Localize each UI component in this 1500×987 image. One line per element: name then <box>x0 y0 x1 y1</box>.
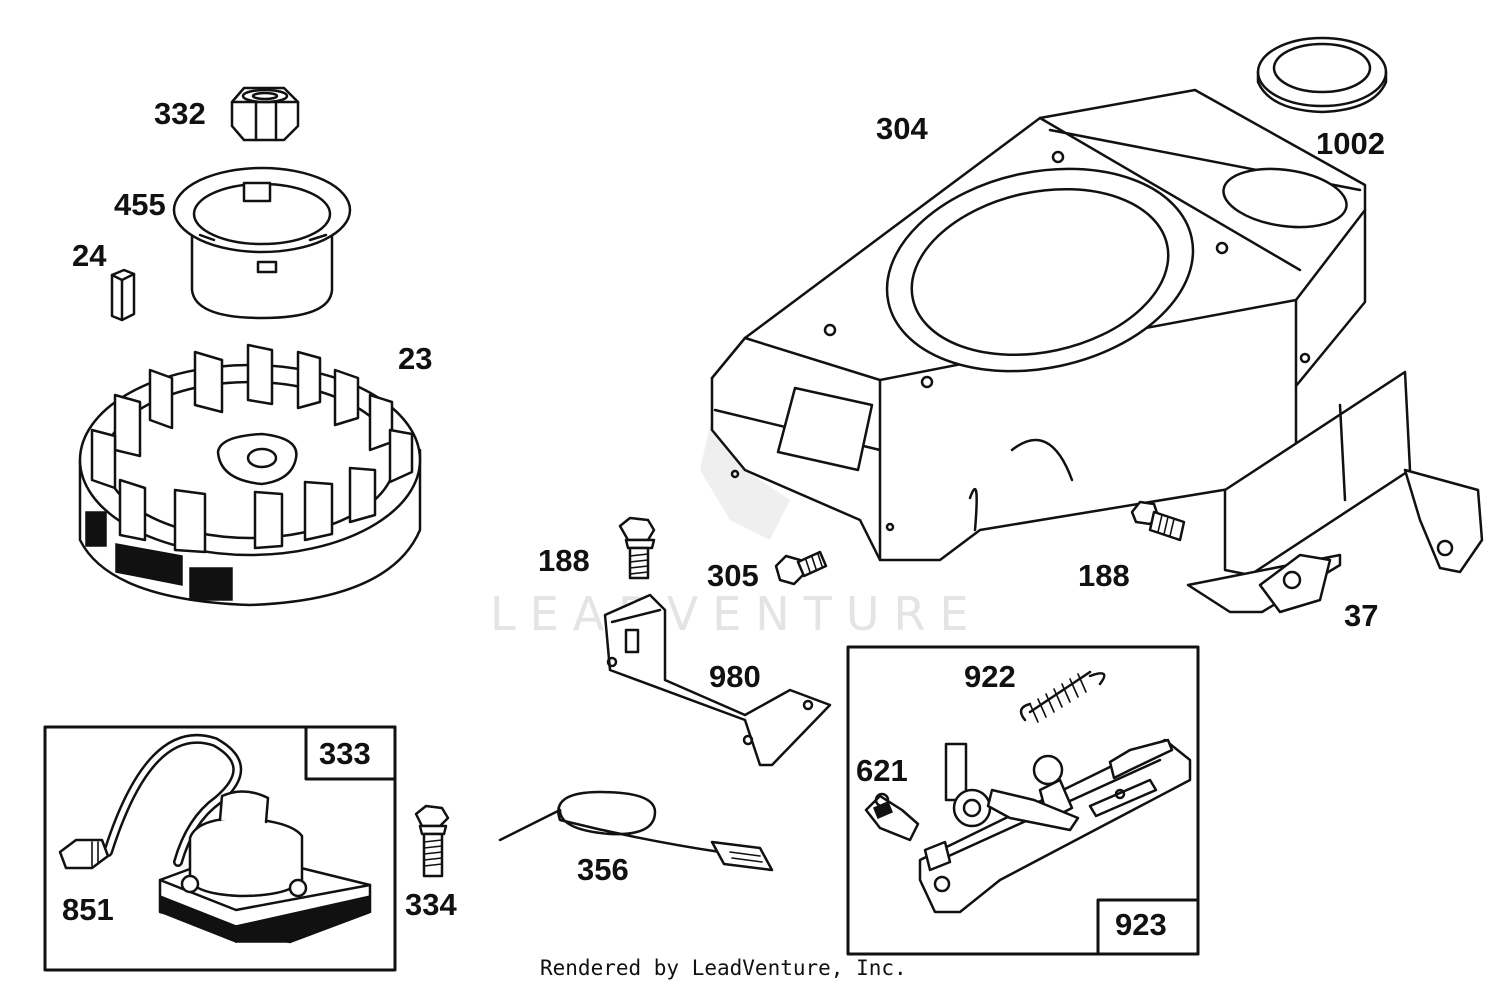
callout-923: 923 <box>1115 907 1167 942</box>
callout-37: 37 <box>1344 598 1378 633</box>
part-621-clip[interactable] <box>864 792 920 842</box>
watermark-text: LEADVENTURE <box>490 587 983 641</box>
callout-455: 455 <box>114 187 166 222</box>
callout-188-right: 188 <box>1078 558 1130 593</box>
callout-23: 23 <box>398 341 432 376</box>
part-980-bracket[interactable] <box>603 593 832 767</box>
part-188-bolt-left[interactable] <box>618 516 656 580</box>
callout-1002: 1002 <box>1316 126 1385 161</box>
callout-356: 356 <box>577 852 629 887</box>
callout-334: 334 <box>405 887 457 922</box>
part-851-spark-plug-boot[interactable] <box>58 733 243 870</box>
callout-851: 851 <box>62 892 114 927</box>
assembly-box-923[interactable] <box>846 645 1200 956</box>
callout-621: 621 <box>856 753 908 788</box>
part-332-nut[interactable] <box>230 86 300 142</box>
callout-305: 305 <box>707 558 759 593</box>
part-188-bolt-right[interactable] <box>1130 500 1186 542</box>
part-1002-grommet[interactable] <box>1256 36 1388 114</box>
part-23-flywheel[interactable] <box>78 343 422 607</box>
callout-24: 24 <box>72 238 107 273</box>
callout-980: 980 <box>709 659 761 694</box>
part-304-blower-housing[interactable] <box>710 88 1367 562</box>
part-922-spring[interactable] <box>1019 670 1106 723</box>
callout-304: 304 <box>876 111 928 146</box>
part-455-starter-cup[interactable] <box>172 166 352 320</box>
part-37-air-guide[interactable] <box>1186 370 1484 614</box>
callout-188-left: 188 <box>538 543 590 578</box>
callout-333: 333 <box>319 736 371 771</box>
footer-credit: Rendered by LeadVenture, Inc. <box>540 956 907 980</box>
part-24-key[interactable] <box>110 268 136 322</box>
callout-332: 332 <box>154 96 206 131</box>
part-923-control-assembly[interactable] <box>918 738 1192 914</box>
part-305-bolt[interactable] <box>774 550 828 586</box>
part-334-screw[interactable] <box>414 804 450 878</box>
callout-922: 922 <box>964 659 1016 694</box>
part-333-armature-coil[interactable] <box>158 790 372 944</box>
part-356-ground-wire[interactable] <box>498 790 774 872</box>
assembly-box-333[interactable] <box>43 725 397 972</box>
